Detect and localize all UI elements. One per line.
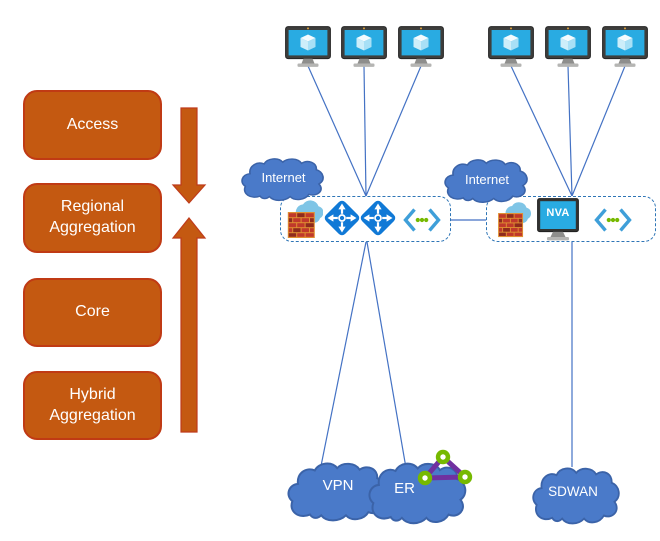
vm-monitor-icon [488,25,534,67]
cloud-label: SDWAN [548,484,598,499]
cloud-icon [444,159,528,204]
cloud-icon [532,467,620,525]
internet-cloud-right: Internet [443,158,531,205]
layer-label: Core [75,303,110,321]
cloud-icon [241,158,324,202]
cloud-icon [287,462,387,522]
layer-box-access: Access [23,90,162,160]
firewall-icon [497,201,532,243]
flow-arrow-up-icon [171,217,207,433]
hub-box-right: NVA [486,196,656,242]
cloud-label: Internet [261,170,306,185]
layer-box-regional-aggregation: Regional Aggregation [23,183,162,253]
firewall-icon [287,199,324,244]
router-icon [357,197,399,244]
cloud-label: VPN [322,477,354,494]
vm-monitor-icon [545,25,591,67]
nva-label: NVA [546,207,570,219]
layer-box-core: Core [23,278,162,347]
layer-label: Access [66,115,119,133]
vm-monitor-icon [602,25,648,67]
vm-monitor-icon [341,25,387,67]
layer-label: Hybrid Aggregation [49,385,136,424]
vm-monitor-icon [398,25,444,67]
vpn-cloud: VPN [286,461,390,524]
vm-monitor-icon [285,25,331,67]
hub-box-left [280,196,451,242]
cloud-label: Internet [464,171,510,187]
mesh-network-icon [417,449,473,486]
internet-cloud-left: Internet [240,157,327,203]
expressroute-circuit-icon [594,207,632,238]
expressroute-circuit-icon [403,207,441,238]
layer-label: Regional Aggregation [49,198,136,236]
router-icon [321,197,363,244]
flow-arrow-down-icon [171,107,207,204]
nva-monitor-icon: NVA [537,198,579,247]
layer-box-hybrid-aggregation: Hybrid Aggregation [23,371,162,440]
sdwan-cloud: SDWAN [531,466,623,527]
cloud-label: ER [394,479,415,497]
